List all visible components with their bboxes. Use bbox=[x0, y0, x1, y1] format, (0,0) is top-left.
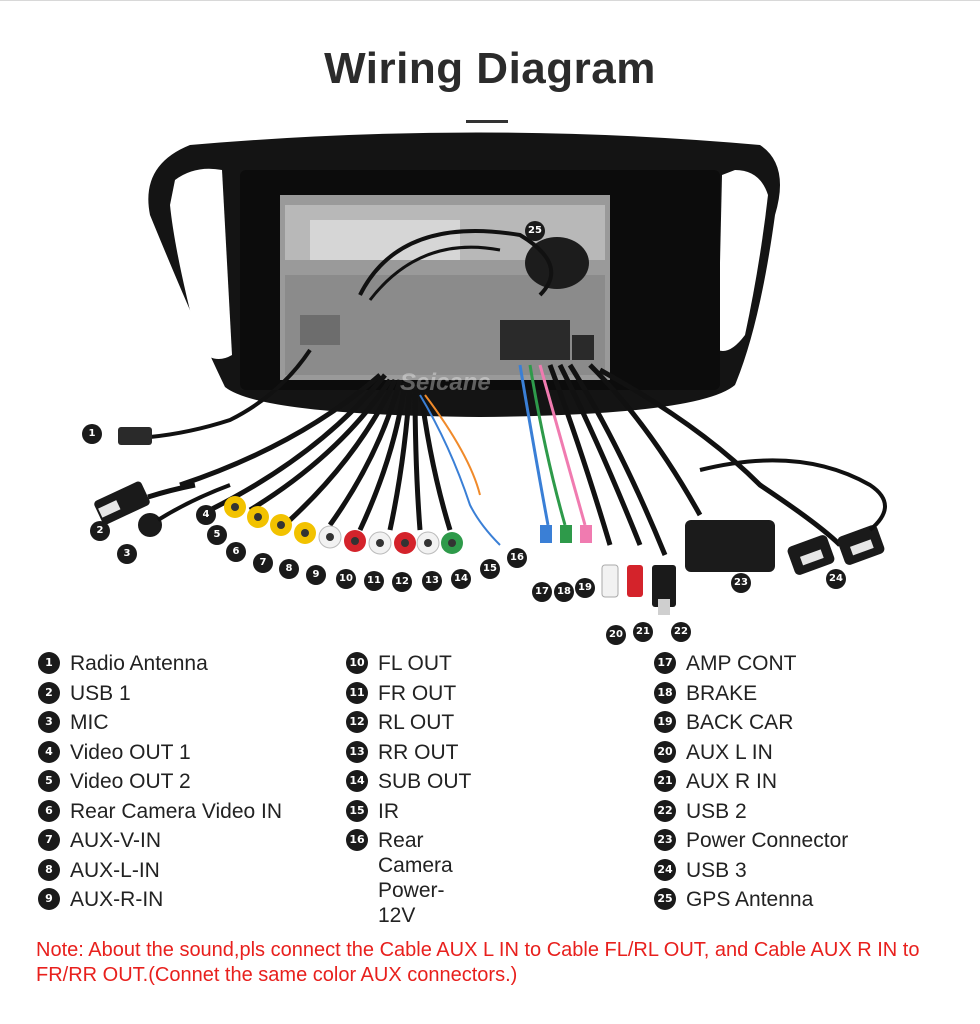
legend-label: Rear Camera Video IN bbox=[70, 799, 283, 823]
legend-number: 4 bbox=[38, 740, 60, 763]
legend-label: MIC bbox=[70, 711, 109, 734]
legend-label: FR OUT bbox=[378, 681, 457, 705]
legend-number: 24 bbox=[654, 858, 676, 881]
legend-label: AUX L IN bbox=[686, 740, 773, 764]
marker-17: 17 bbox=[532, 582, 552, 602]
legend-number: 7 bbox=[38, 829, 60, 851]
legend-number: 11 bbox=[346, 681, 368, 704]
legend-number: 25 bbox=[654, 888, 676, 910]
legend-number: 21 bbox=[654, 770, 676, 792]
watermark: Seicane bbox=[400, 369, 491, 396]
legend-number: 5 bbox=[38, 770, 60, 792]
sound-connection-note: Note: About the sound,pls connect the Ca… bbox=[36, 939, 920, 986]
legend-label: SUB OUT bbox=[378, 770, 472, 793]
legend-number: 20 bbox=[654, 740, 676, 763]
legend-number: 15 bbox=[346, 799, 368, 822]
marker-3: 3 bbox=[117, 544, 137, 564]
wiring-illustration: Seicane 1 2 3 4 5 6 7 8 9 10 11 12 13 14… bbox=[0, 125, 980, 650]
legend-number: 2 bbox=[38, 681, 60, 704]
marker-25: 25 bbox=[525, 221, 545, 241]
bezel-left-window bbox=[170, 168, 232, 359]
legend-label: IR bbox=[378, 799, 399, 823]
marker-18: 18 bbox=[554, 582, 574, 602]
legend-label: BACK CAR bbox=[686, 711, 794, 734]
legend-label: AUX R IN bbox=[686, 770, 778, 793]
marker-5: 5 bbox=[207, 525, 227, 545]
legend-label: Video OUT 2 bbox=[70, 770, 191, 793]
legend-number: 8 bbox=[38, 858, 60, 881]
rca-plugs bbox=[224, 496, 463, 555]
legend-label: USB 1 bbox=[70, 681, 131, 705]
legend-label: RR OUT bbox=[378, 740, 459, 764]
marker-2: 2 bbox=[90, 521, 110, 541]
marker-12: 12 bbox=[392, 572, 412, 592]
legend-number: 12 bbox=[346, 711, 368, 733]
bezel-right-window bbox=[718, 170, 768, 351]
marker-24: 24 bbox=[826, 569, 846, 589]
legend-number: 9 bbox=[38, 888, 60, 910]
legend-number: 3 bbox=[38, 711, 60, 733]
marker-15: 15 bbox=[480, 559, 500, 579]
marker-16: 16 bbox=[507, 548, 527, 568]
legend-label: RL OUT bbox=[378, 711, 455, 734]
marker-13: 13 bbox=[422, 571, 442, 591]
marker-11: 11 bbox=[364, 571, 384, 591]
radio-antenna-cable bbox=[149, 348, 312, 439]
marker-4: 4 bbox=[196, 505, 216, 525]
marker-19: 19 bbox=[575, 578, 595, 598]
legend-number: 22 bbox=[654, 799, 676, 822]
legend-label: GPS Antenna bbox=[686, 888, 814, 911]
legend-label: Power Connector bbox=[686, 829, 849, 852]
marker-14: 14 bbox=[451, 569, 471, 589]
marker-10: 10 bbox=[336, 569, 356, 589]
top-rule bbox=[0, 0, 980, 1]
legend-number: 14 bbox=[346, 770, 368, 792]
legend-number: 10 bbox=[346, 652, 368, 674]
marker-1: 1 bbox=[82, 424, 102, 444]
legend-label: Video OUT 1 bbox=[70, 740, 191, 764]
legend-label: BRAKE bbox=[686, 681, 758, 705]
legend-label: AUX-V-IN bbox=[70, 829, 162, 852]
marker-8: 8 bbox=[279, 559, 299, 579]
marker-20: 20 bbox=[606, 625, 626, 645]
marker-6: 6 bbox=[226, 542, 246, 562]
usb2-plug bbox=[652, 565, 676, 607]
legend-label: FL OUT bbox=[378, 652, 452, 675]
legend-number: 19 bbox=[654, 711, 676, 733]
marker-9: 9 bbox=[306, 565, 326, 585]
marker-21: 21 bbox=[633, 622, 653, 642]
legend-label: USB 3 bbox=[686, 858, 747, 882]
page-title: Wiring Diagram bbox=[324, 44, 656, 93]
legend-label: AMP CONT bbox=[686, 652, 797, 675]
legend-label: AUX-L-IN bbox=[70, 858, 160, 882]
legend-number: 23 bbox=[654, 829, 676, 851]
power-connector bbox=[685, 520, 775, 572]
mic-jack bbox=[138, 513, 162, 537]
legend-number: 17 bbox=[654, 652, 676, 674]
legend-number: 1 bbox=[38, 652, 60, 674]
legend-number: 6 bbox=[38, 799, 60, 822]
legend-number: 16 bbox=[346, 829, 368, 851]
legend-label: Rear Camera Power-12V bbox=[378, 829, 453, 927]
marker-7: 7 bbox=[253, 553, 273, 573]
title-underline bbox=[466, 120, 508, 123]
legend-number: 13 bbox=[346, 740, 368, 763]
legend-number: 18 bbox=[654, 681, 676, 704]
marker-22: 22 bbox=[671, 622, 691, 642]
head-unit-drawing bbox=[94, 132, 887, 615]
legend-label: USB 2 bbox=[686, 799, 747, 823]
legend-label: Radio Antenna bbox=[70, 652, 208, 675]
marker-23: 23 bbox=[731, 573, 751, 593]
legend-label: AUX-R-IN bbox=[70, 888, 164, 911]
